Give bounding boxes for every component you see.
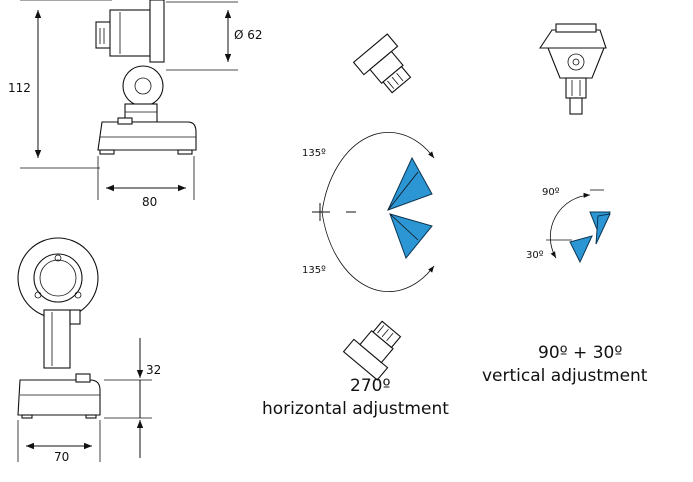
dimension-80: [97, 156, 195, 200]
dimension-32: [104, 338, 152, 458]
angle-label-top-135: 135º: [302, 148, 326, 159]
angle-label-bottom-135: 135º: [302, 265, 326, 276]
horizontal-angle-value: 270º: [350, 376, 391, 396]
angle-label-30: 30º: [526, 250, 544, 261]
vertical-rotation-diagram: [546, 189, 611, 264]
beam-upper: [387, 156, 433, 211]
dim-label-diameter-62: Ø 62: [234, 28, 263, 42]
dim-label-70: 70: [54, 450, 70, 464]
dimension-112: [20, 0, 112, 169]
beam-lower: [389, 213, 433, 260]
rotated-fixture-bottom: [342, 320, 402, 381]
dim-label-112: 112: [8, 81, 31, 95]
vertical-adjustment-label: vertical adjustment: [482, 366, 648, 386]
rotated-fixture-top: [352, 33, 412, 94]
dim-label-32: 32: [146, 363, 162, 377]
angle-label-90: 90º: [542, 187, 560, 198]
vertical-angle-value: 90º + 30º: [538, 343, 623, 363]
dimension-70: [17, 420, 101, 462]
dimension-diameter-62: [166, 1, 238, 71]
horizontal-adjustment-label: horizontal adjustment: [262, 399, 449, 419]
horizontal-rotation-diagram: [312, 132, 435, 292]
front-fixture-small: [538, 23, 607, 115]
dim-label-80: 80: [142, 195, 158, 209]
beam-vertical-lower: [569, 235, 593, 264]
side-view-fixture: [95, 0, 197, 155]
front-view-fixture: [17, 237, 101, 419]
beam-vertical-mid: [595, 213, 611, 245]
